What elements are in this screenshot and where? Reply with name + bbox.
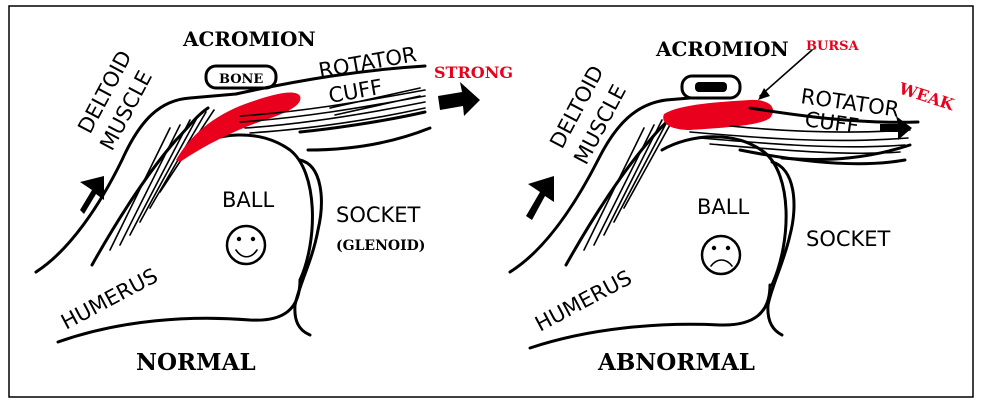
abnormal-bursa	[663, 100, 773, 130]
normal-socket-back	[308, 128, 430, 150]
normal-happy-face	[227, 226, 265, 264]
normal-humerus-label: HUMERUS	[57, 264, 162, 335]
abnormal-acromion-label: ACROMION	[655, 37, 789, 61]
normal-socket-label: SOCKET	[336, 203, 421, 227]
abnormal-face-eye-right	[726, 246, 730, 250]
abnormal-caption: ABNORMAL	[597, 349, 755, 376]
normal-acromion-label: ACROMION	[182, 27, 316, 51]
normal-face-eye-left	[237, 237, 241, 241]
normal-face-eye-right	[251, 237, 255, 241]
normal-bone-label: BONE	[219, 72, 263, 87]
abnormal-face-eye-left	[712, 246, 716, 250]
abnormal-bursa-label: BURSA	[806, 39, 860, 54]
abnormal-bone-fill	[695, 82, 727, 92]
abnormal-panel: ACROMION BURSA ROTATOR CUFF WEAK DELTOID…	[510, 37, 957, 376]
normal-panel: ACROMION BONE ROTATOR CUFF STRONG DELTOI…	[36, 27, 513, 376]
abnormal-socket-label: SOCKET	[806, 227, 891, 251]
abnormal-face-frown	[711, 260, 732, 266]
normal-deltoid-arrow	[80, 176, 104, 214]
normal-ball-label: BALL	[222, 188, 274, 212]
normal-strength-label: STRONG	[434, 63, 513, 82]
abnormal-socket-outline	[768, 162, 794, 335]
normal-strong-arrow	[438, 82, 480, 116]
abnormal-ball-label: BALL	[697, 195, 749, 219]
normal-face-smile	[236, 250, 257, 257]
abnormal-strength-label: WEAK	[896, 78, 958, 114]
normal-glenoid-label: (GLENOID)	[336, 238, 425, 254]
abnormal-rotator-cuff	[690, 126, 910, 153]
abnormal-sad-face	[702, 236, 740, 274]
normal-bursa	[176, 92, 300, 162]
abnormal-deltoid-arrow	[526, 176, 554, 220]
abnormal-humerus-label: HUMERUS	[531, 266, 636, 337]
normal-caption: NORMAL	[136, 349, 256, 376]
